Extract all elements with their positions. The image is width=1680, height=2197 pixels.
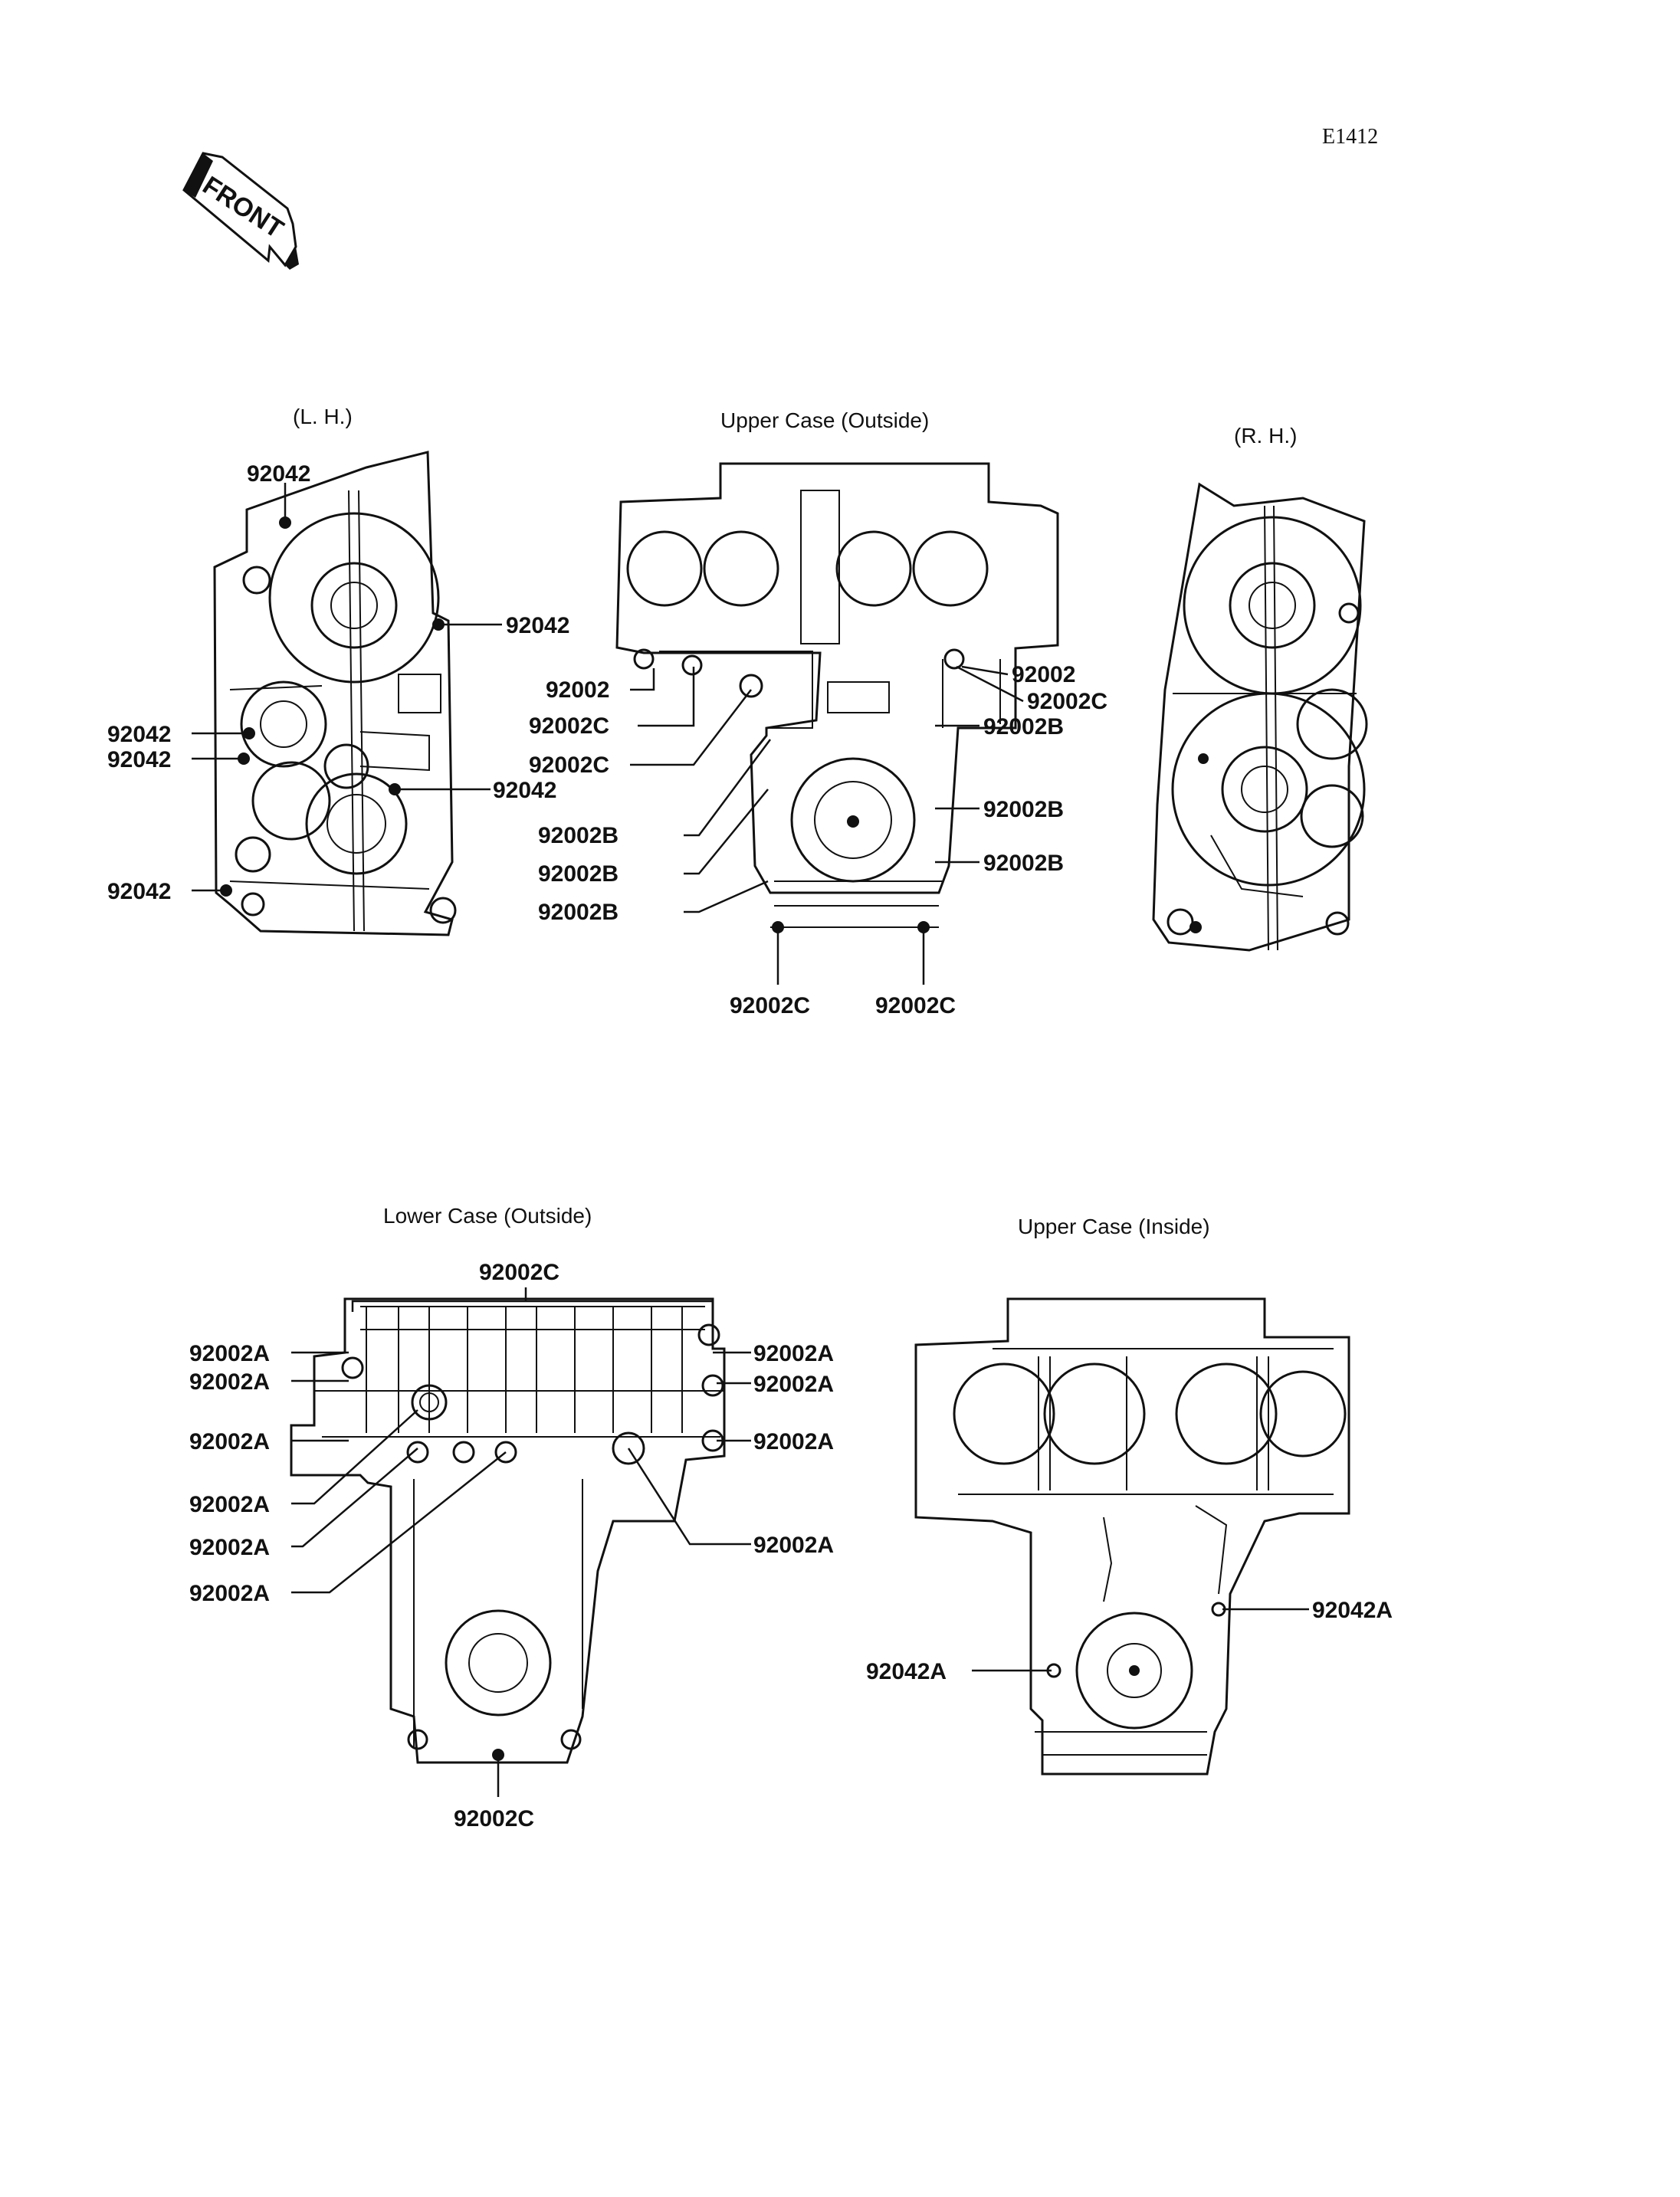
part-label-92002a-lo-9: 92002A [753,1372,834,1397]
upper-case-inside-drawing [914,1297,1350,1776]
left-hand-case-drawing [213,451,457,936]
view-title-lower-outside: Lower Case (Outside) [383,1204,592,1228]
part-label-92042-lh-2: 92042 [506,613,569,638]
part-label-92002c-uo-2: 92002C [529,713,609,739]
part-label-92002a-lo-8: 92002A [753,1341,834,1366]
view-title-right-hand: (R. H.) [1234,424,1297,448]
view-title-left-hand: (L. H.) [293,405,353,428]
part-label-92002-uo-7: 92002 [1012,662,1075,687]
view-title-upper-inside: Upper Case (Inside) [1018,1215,1210,1238]
upper-case-outside-drawing [615,462,1059,933]
part-label-92002b-uo-4: 92002B [538,823,619,848]
lower-outside-leaders [291,1287,751,1797]
front-arrow-icon: FRONT [182,152,299,270]
drawing-code: E1412 [1322,125,1378,149]
part-label-92002c-uo-12: 92002C [730,993,810,1018]
part-label-92042-lh-1: 92042 [247,461,310,487]
part-label-92002a-lo-11: 92002A [753,1533,834,1558]
part-label-92002a-lo-7: 92002A [189,1581,270,1606]
part-label-92002a-lo-3: 92002A [189,1369,270,1395]
part-label-92042-lh-6: 92042 [107,879,171,904]
upper-inside-leaders [972,1608,1309,1672]
part-label-92042-lh-5: 92042 [493,778,556,803]
left-hand-leaders [192,483,502,892]
part-label-92002b-uo-5: 92002B [538,861,619,887]
part-label-92002c-uo-8: 92002C [1027,689,1107,714]
part-label-92042a-ui-1: 92042A [1312,1598,1393,1623]
part-label-92002b-uo-10: 92002B [983,797,1064,822]
upper-outside-leaders [630,665,1024,985]
part-label-92002a-lo-10: 92002A [753,1429,834,1454]
part-label-92002-uo-1: 92002 [546,677,609,703]
part-label-92002c-lo-1: 92002C [479,1260,559,1285]
lower-case-outside-drawing [290,1297,726,1764]
part-label-92002c-uo-13: 92002C [875,993,956,1018]
part-label-92002c-lo-12: 92002C [454,1806,534,1831]
part-label-92042a-ui-2: 92042A [866,1659,947,1684]
part-label-92002a-lo-4: 92002A [189,1429,270,1454]
part-label-92002b-uo-9: 92002B [983,714,1064,739]
right-hand-case-drawing [1152,482,1368,952]
part-label-92002b-uo-11: 92002B [983,851,1064,876]
part-label-92042-lh-4: 92042 [107,747,171,772]
part-label-92042-lh-3: 92042 [107,722,171,747]
part-label-92002c-uo-3: 92002C [529,753,609,778]
view-title-upper-outside: Upper Case (Outside) [720,408,929,432]
part-label-92002b-uo-6: 92002B [538,900,619,925]
part-label-92002a-lo-6: 92002A [189,1535,270,1560]
part-label-92002a-lo-5: 92002A [189,1492,270,1517]
part-label-92002a-lo-2: 92002A [189,1341,270,1366]
